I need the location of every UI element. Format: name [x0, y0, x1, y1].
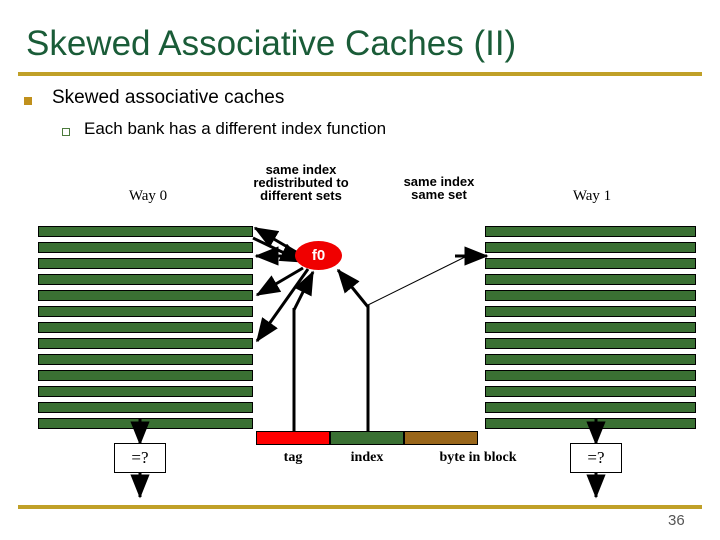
cache-line-way0-line: [38, 386, 253, 397]
address-label-tag: tag: [283, 450, 303, 465]
cache-line-way0-line: [38, 306, 253, 317]
cache-line-way1-line: [485, 290, 696, 301]
cache-line-way1-line: [485, 402, 696, 413]
cache-line-way0-line: [38, 338, 253, 349]
cache-line-way1-line: [485, 354, 696, 365]
address-label-byte-in-block: byte in block: [439, 450, 517, 465]
label-way1: Way 1: [572, 188, 612, 204]
label-same-set: same index same set: [403, 174, 475, 202]
cache-line-way0-line: [38, 354, 253, 365]
cache-line-way1-line: [485, 274, 696, 285]
cache-line-way0-line: [38, 290, 253, 301]
cache-line-way1-line: [485, 386, 696, 397]
cache-line-way0-line: [38, 242, 253, 253]
bullet-level1-text: Skewed associative caches: [52, 87, 285, 108]
address-segment-index: [330, 431, 404, 445]
label-redistributed: same index redistributed to different se…: [253, 162, 349, 203]
bullet-level2-text: Each bank has a different index function: [84, 119, 387, 138]
cache-line-way0-line: [38, 370, 253, 381]
cache-line-way0-line: [38, 402, 253, 413]
cache-line-way0-line: [38, 322, 253, 333]
bullet-marker-level1: [24, 97, 32, 105]
cache-line-way1-line: [485, 306, 696, 317]
cache-line-way0-line: [38, 274, 253, 285]
address-segment-tag: [256, 431, 330, 445]
hash-function-node-f0[interactable]: f0: [295, 241, 342, 270]
cache-line-way1-line: [485, 338, 696, 349]
footer-divider: [18, 505, 702, 509]
address-segment-byte-in-block: [404, 431, 478, 445]
comparator-right[interactable]: =?: [570, 443, 622, 473]
bullet-marker-level2: [62, 128, 70, 136]
cache-line-way1-line: [485, 226, 696, 237]
cache-line-way1-line: [485, 370, 696, 381]
label-way0: Way 0: [128, 188, 168, 204]
page-title: Skewed Associative Caches (II): [26, 24, 517, 63]
slide-number: 36: [668, 512, 685, 529]
cache-line-way1-line: [485, 322, 696, 333]
address-label-index: index: [350, 450, 384, 465]
comparator-left[interactable]: =?: [114, 443, 166, 473]
address-bar: [256, 431, 478, 445]
cache-line-way0-line: [38, 226, 253, 237]
title-divider: [18, 72, 702, 76]
cache-line-way0-line: [38, 258, 253, 269]
